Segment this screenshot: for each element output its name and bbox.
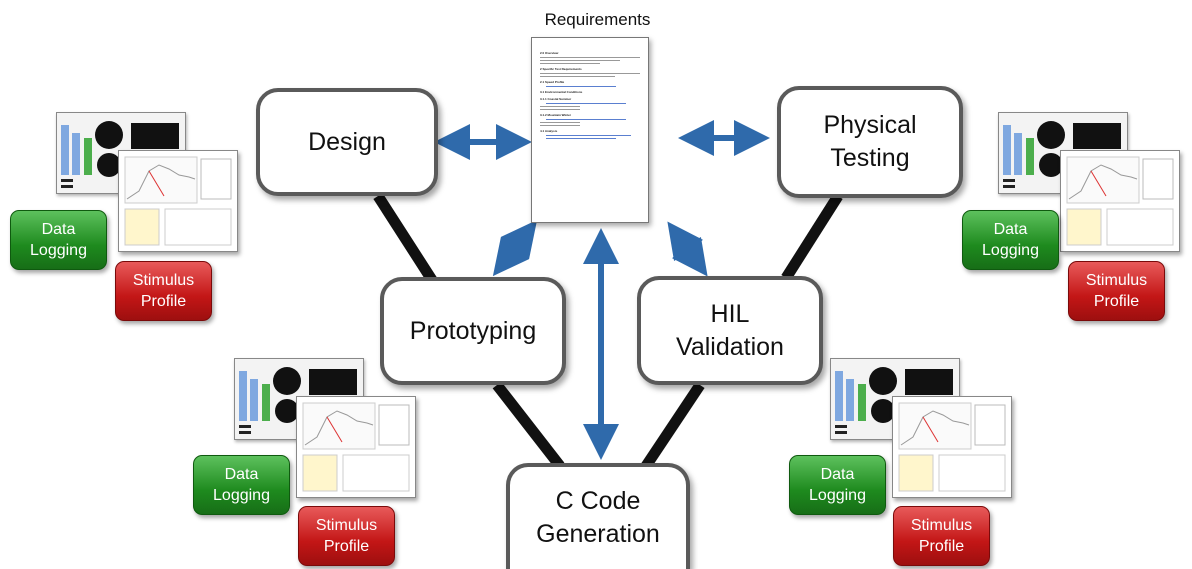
data-logging-tag: Data Logging — [962, 210, 1059, 270]
stage-design: Design — [256, 88, 438, 196]
line-physical-hil — [781, 193, 843, 281]
dashboard-screenshot — [998, 112, 1180, 252]
line-prototyping-ccode — [492, 381, 565, 470]
line-hil-ccode — [641, 381, 705, 470]
stage-label: Prototyping — [409, 316, 537, 345]
arrow-requirements-hil — [667, 221, 708, 277]
doc-heading: 3.1.1 Coastal Summer — [540, 97, 572, 101]
stimulus-profile-tag: Stimulus Profile — [298, 506, 395, 566]
stage-physical-testing: Physical Testing — [777, 86, 963, 198]
doc-heading: 3.1 Environmental Conditions — [540, 90, 583, 94]
chart-panel — [892, 396, 1012, 498]
chart-panel — [296, 396, 416, 498]
stage-label: Physical Testing — [823, 111, 917, 172]
dashboard-screenshot — [56, 112, 238, 252]
stage-c-code-generation: C Code Generation — [506, 463, 690, 569]
requirements-document: 2.0 Overview 2 Specific Test Requirement… — [531, 37, 649, 223]
chart-panel — [1060, 150, 1180, 252]
doc-heading: 2.1 Speed Profile — [540, 80, 565, 84]
dashboard-screenshot — [830, 358, 1012, 498]
stage-prototyping: Prototyping — [380, 277, 566, 385]
stimulus-profile-tag: Stimulus Profile — [893, 506, 990, 566]
doc-heading: 3.1.2 Mountain Winter — [540, 113, 571, 117]
arrow-requirements-prototyping — [492, 219, 538, 277]
chart-panel — [118, 150, 238, 252]
stage-label: HIL Validation — [676, 299, 784, 361]
stimulus-profile-tag: Stimulus Profile — [1068, 261, 1165, 321]
requirements-title: Requirements — [544, 10, 651, 29]
data-logging-tag: Data Logging — [10, 210, 107, 270]
stage-label: Design — [308, 127, 386, 156]
stimulus-profile-tag: Stimulus Profile — [115, 261, 212, 321]
doc-heading: 2 Specific Test Requirements — [540, 67, 582, 71]
line-design-prototyping — [373, 193, 437, 283]
stage-hil-validation: HIL Validation — [637, 276, 823, 385]
dashboard-screenshot — [234, 358, 416, 498]
doc-heading: 4.1 Analysis — [540, 129, 558, 133]
stage-label: C Code Generation — [536, 487, 660, 548]
data-logging-tag: Data Logging — [193, 455, 290, 515]
doc-heading: 2.0 Overview — [540, 51, 559, 55]
data-logging-tag: Data Logging — [789, 455, 886, 515]
